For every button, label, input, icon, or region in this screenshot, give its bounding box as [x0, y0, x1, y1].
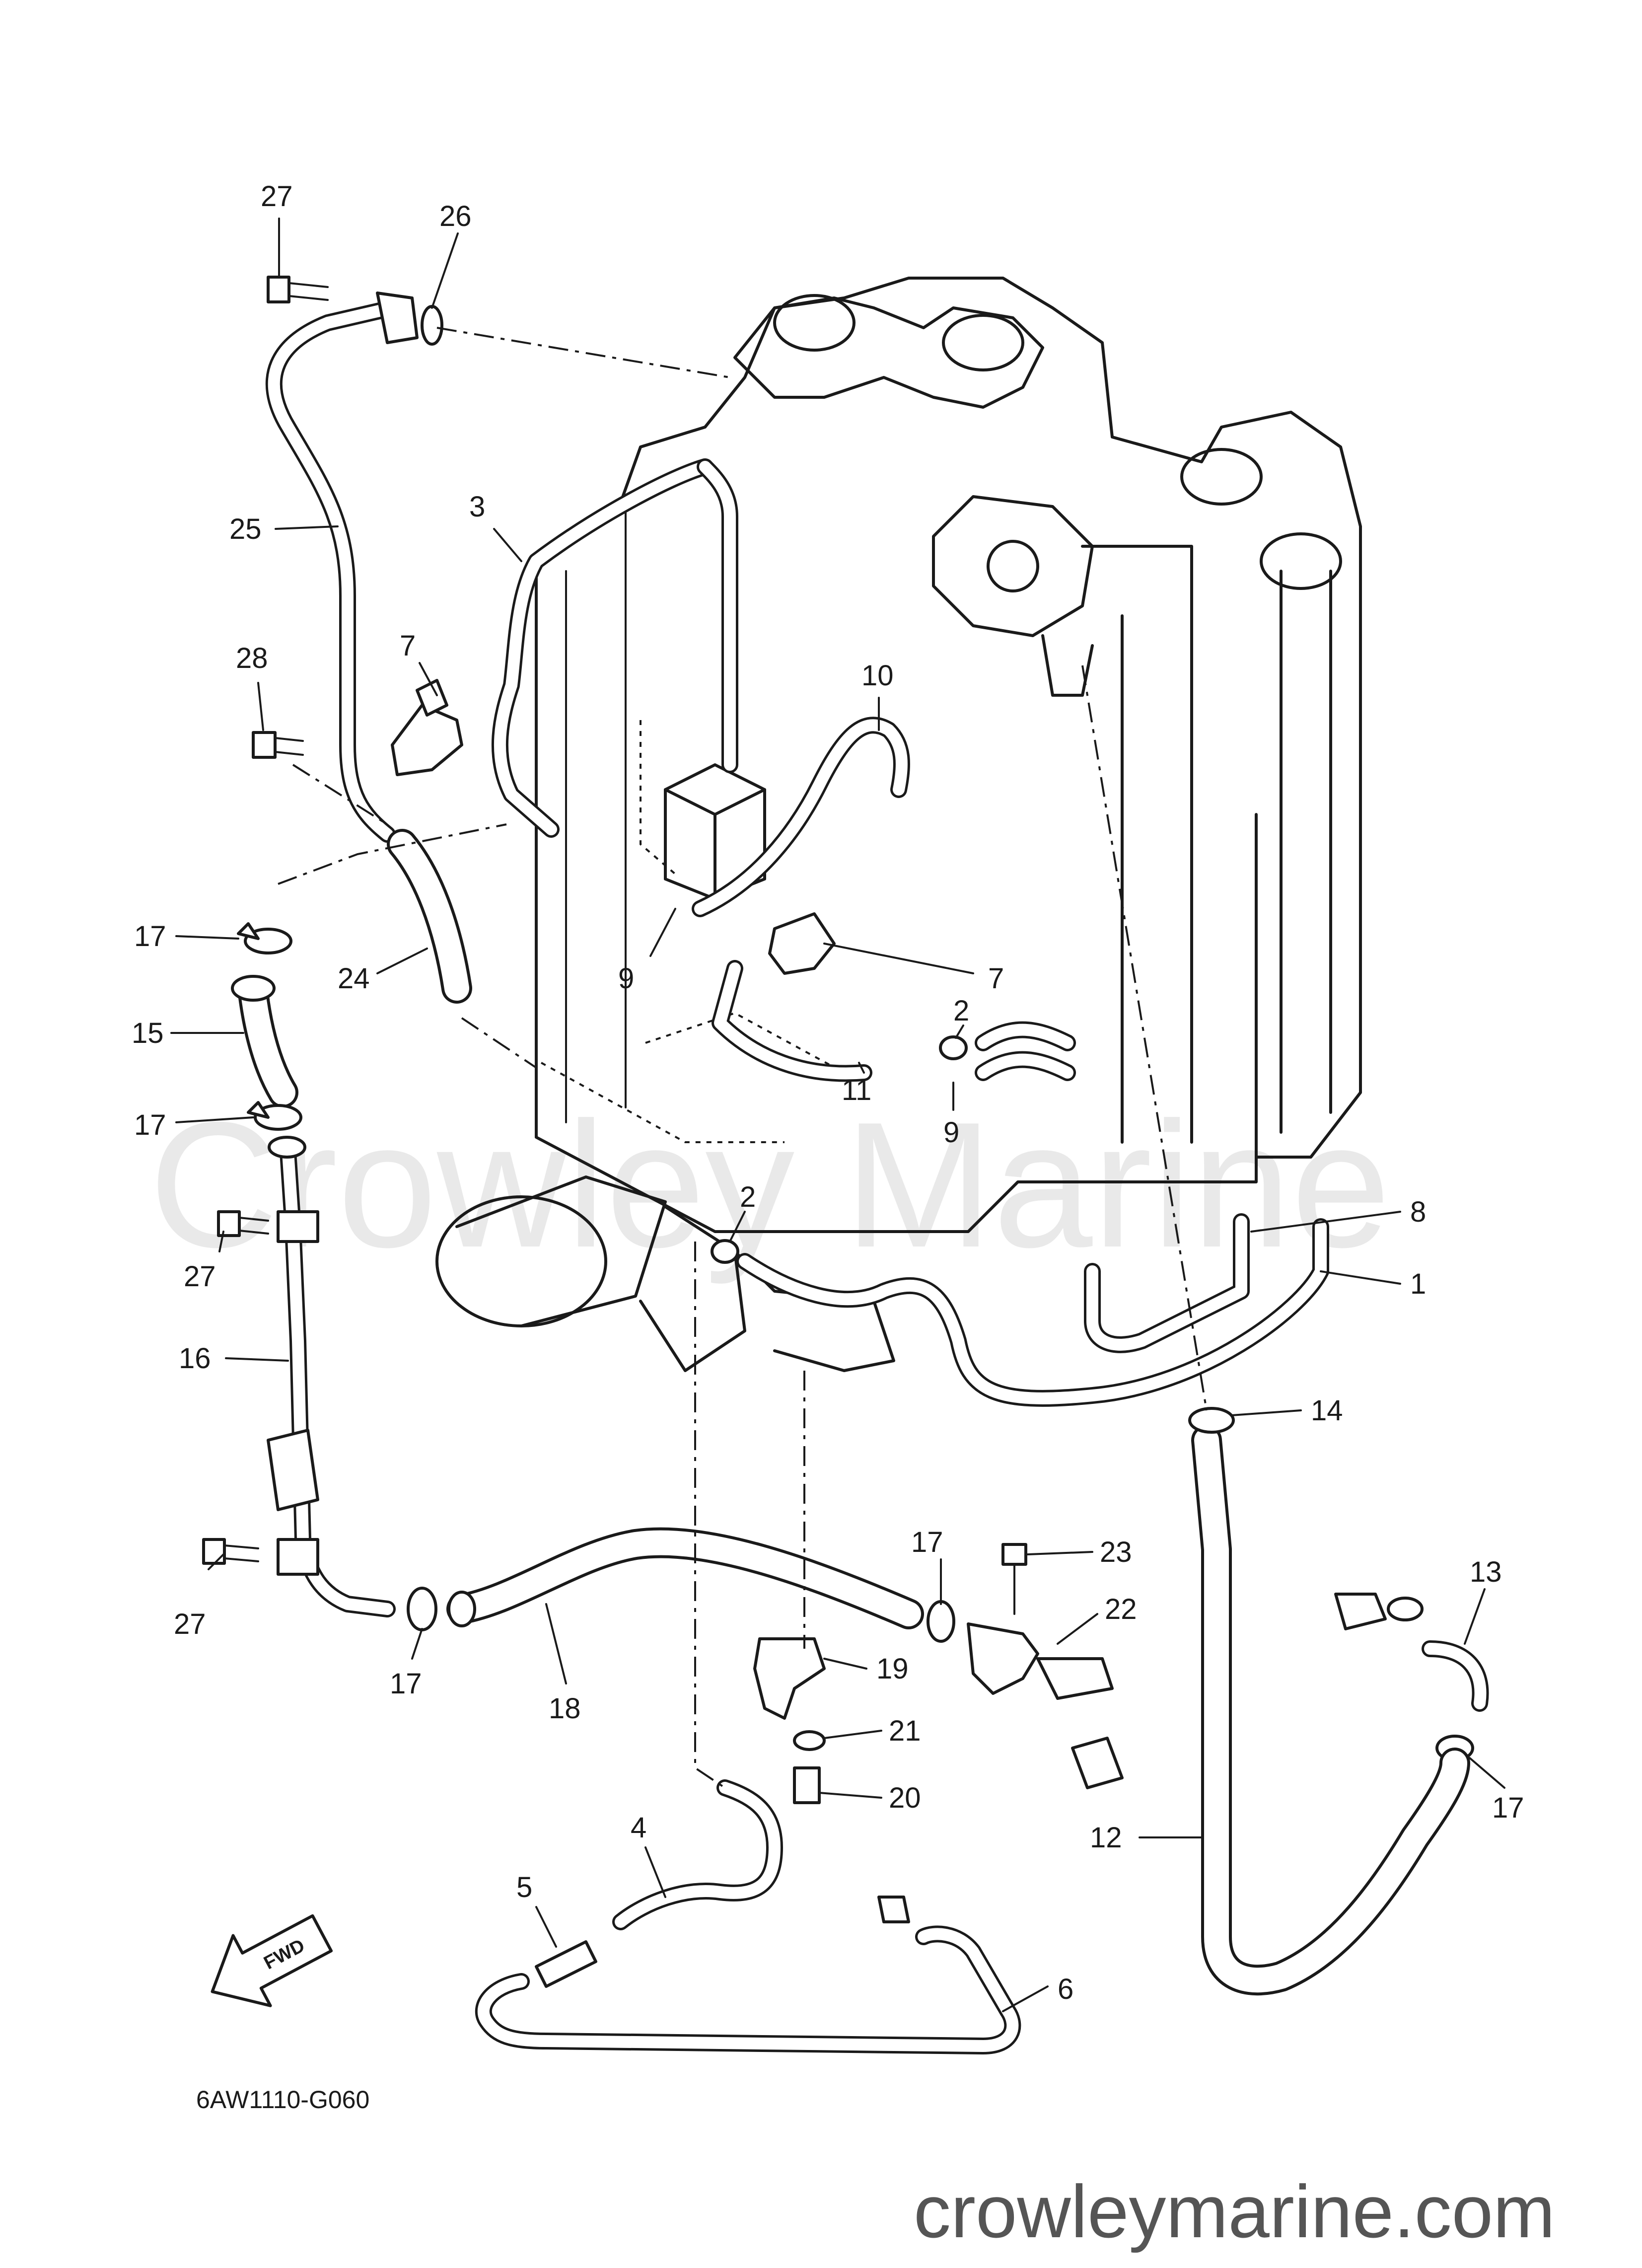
bracket-19 [753, 1637, 826, 1720]
cap-22b [1071, 1737, 1124, 1789]
callout-6: 6 [1058, 1973, 1073, 2005]
callout-1: 1 [1410, 1268, 1426, 1300]
clip-7-right [768, 912, 836, 975]
callout-27: 27 [261, 180, 293, 213]
clip-7-left [391, 679, 463, 776]
hose-18 [446, 1527, 924, 1629]
hose-3 [491, 458, 738, 838]
screw-23 [1001, 1543, 1027, 1615]
callout-20: 20 [889, 1782, 921, 1814]
connector-5 [535, 1940, 597, 1988]
clamp-2-a [939, 1035, 968, 1060]
hose-24 [387, 829, 472, 1004]
callout-7: 7 [400, 630, 416, 662]
callout-8: 8 [1410, 1196, 1426, 1228]
callout-17d: 17 [390, 1668, 422, 1700]
callout-labels: 27 26 25 3 7 28 10 17 24 9 7 15 2 17 11 … [132, 180, 1524, 2005]
callout-23: 23 [1100, 1536, 1132, 1568]
pipe-16 [267, 1136, 396, 1617]
watermark-text: Crowley Marine [149, 1085, 1391, 1286]
callout-4: 4 [631, 1812, 646, 1844]
elbow-13 [1334, 1593, 1489, 1712]
hose-25 [265, 292, 443, 843]
callout-18: 18 [549, 1692, 581, 1725]
callout-26: 26 [439, 200, 472, 232]
hoses-near-2 [975, 1021, 1076, 1081]
callout-3: 3 [469, 491, 485, 523]
bolt-27-mid [217, 1210, 269, 1237]
bolt-28 [252, 731, 304, 759]
washer-21 [793, 1730, 826, 1751]
clamp-17-c [407, 1587, 437, 1631]
hose-15 [231, 975, 298, 1108]
pipe-6 [475, 1896, 1021, 2054]
callout-19: 19 [876, 1653, 909, 1685]
clamp-17-a [237, 922, 292, 954]
clamp-14 [1188, 1407, 1235, 1434]
reference-lines [278, 327, 1208, 1789]
callout-16: 16 [179, 1342, 211, 1375]
fwd-arrow-icon: FWD [211, 1914, 333, 2007]
bolt-27-low [202, 1538, 259, 1565]
bolt-20 [793, 1766, 821, 1804]
callout-17c: 17 [911, 1526, 943, 1558]
callout-2: 2 [953, 995, 969, 1027]
callout-27c: 27 [174, 1608, 206, 1640]
hose-10 [692, 717, 910, 917]
callout-25: 25 [229, 513, 262, 545]
callout-28: 28 [236, 642, 268, 674]
hose-4 [612, 1779, 783, 1930]
clamp-17-d [927, 1600, 955, 1643]
callout-14: 14 [1311, 1394, 1343, 1427]
callout-11: 11 [842, 1074, 871, 1106]
callout-22: 22 [1105, 1593, 1137, 1625]
hose-11 [712, 960, 872, 1082]
callout-24: 24 [338, 962, 370, 995]
clamp-2-b [711, 1239, 739, 1264]
pipe-1-8 [736, 1213, 1329, 1407]
callout-2b: 2 [740, 1181, 756, 1213]
engine-block [435, 277, 1362, 1372]
callout-9: 9 [618, 962, 634, 995]
clamp-17-b [247, 1101, 302, 1131]
callout-21: 21 [889, 1715, 921, 1747]
callout-15: 15 [132, 1017, 164, 1049]
callout-17b: 17 [134, 1109, 166, 1141]
callout-13: 13 [1470, 1556, 1502, 1588]
leader-lines [170, 218, 1505, 2012]
callout-17: 17 [134, 920, 166, 952]
callout-17e: 17 [1492, 1792, 1524, 1824]
callout-10: 10 [861, 659, 894, 692]
callout-12: 12 [1090, 1822, 1122, 1854]
hose-12 [1191, 1425, 1470, 1996]
bolt-27-top [267, 276, 329, 303]
callout-7b: 7 [988, 962, 1004, 995]
fitting-22 [967, 1622, 1114, 1700]
callout-5: 5 [516, 1871, 532, 1903]
callout-27b: 27 [184, 1260, 216, 1293]
site-url: crowleymarine.com [914, 2170, 1555, 2253]
callout-9b: 9 [943, 1116, 959, 1149]
part-code: 6AW1110-G060 [196, 2086, 369, 2114]
